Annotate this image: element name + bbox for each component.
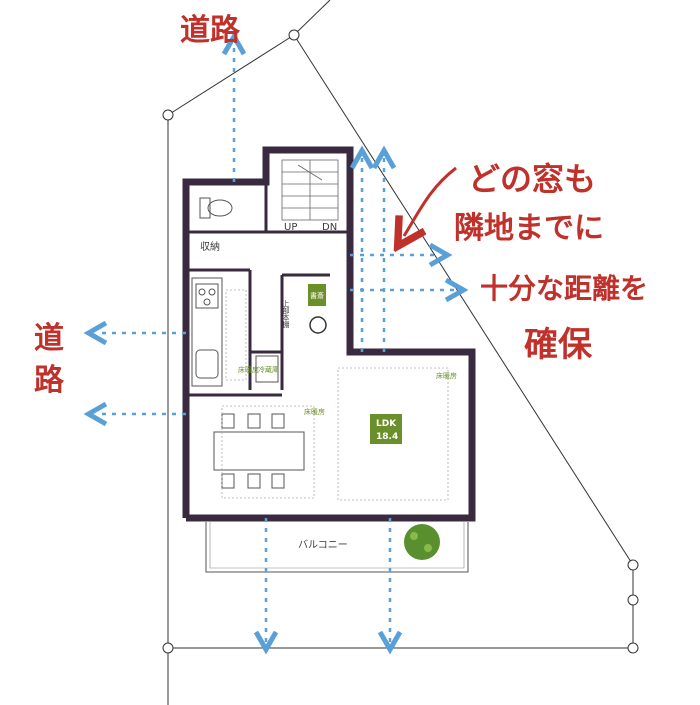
study-chair-icon bbox=[309, 316, 327, 334]
stair-up-label: UP bbox=[284, 222, 297, 233]
annotation-line-4: 確保 bbox=[524, 325, 593, 365]
annotation-line-3: 十分な距離を bbox=[480, 272, 648, 305]
svg-text:収納: 収納 bbox=[200, 240, 220, 253]
floor-heating-label-dining: 床暖房 bbox=[304, 407, 325, 416]
road-label-left-bottom: 路 bbox=[34, 363, 65, 398]
balcony: バルコニー bbox=[205, 522, 469, 573]
staircase bbox=[281, 159, 339, 221]
kitchen-counter bbox=[191, 277, 223, 387]
toilet-icon bbox=[199, 197, 233, 219]
study-label: 書斎 bbox=[310, 291, 324, 300]
balcony-label: バルコニー bbox=[298, 539, 348, 551]
annotation-line-1: どの窓も bbox=[468, 160, 596, 198]
tree-icon bbox=[404, 524, 440, 560]
road-label-left-top: 道 bbox=[34, 321, 64, 356]
study-area: 書斎 上部本棚 bbox=[282, 284, 327, 334]
floor-heating-label-ldk: 床暖房 bbox=[436, 371, 457, 380]
exterior-walls bbox=[182, 146, 476, 522]
stair-down-label: DN bbox=[322, 222, 337, 233]
annotation-line-2: 隣地までに bbox=[454, 211, 604, 246]
bookshelf-label: 上部本棚 bbox=[282, 299, 290, 329]
interior-walls bbox=[186, 182, 350, 397]
window-distance-arrows bbox=[96, 44, 456, 642]
storage-label: 収納 bbox=[200, 240, 220, 253]
ldk-label: LDK bbox=[376, 419, 397, 429]
ldk-floor-heating-zone bbox=[337, 367, 449, 501]
fridge bbox=[255, 355, 279, 383]
kitchen-island bbox=[225, 289, 247, 381]
road-label-top: 道路 bbox=[180, 13, 241, 48]
ldk-badge bbox=[370, 414, 402, 444]
floor-heating-label-kitchen: 床暖房 bbox=[238, 365, 259, 374]
dining-table bbox=[213, 413, 305, 489]
ldk-size-label: 18.4 bbox=[376, 432, 398, 442]
annotation-pointer bbox=[404, 166, 457, 236]
fridge-label: 冷蔵庫 bbox=[258, 365, 279, 374]
dining-floor-heating-zone bbox=[221, 405, 315, 499]
